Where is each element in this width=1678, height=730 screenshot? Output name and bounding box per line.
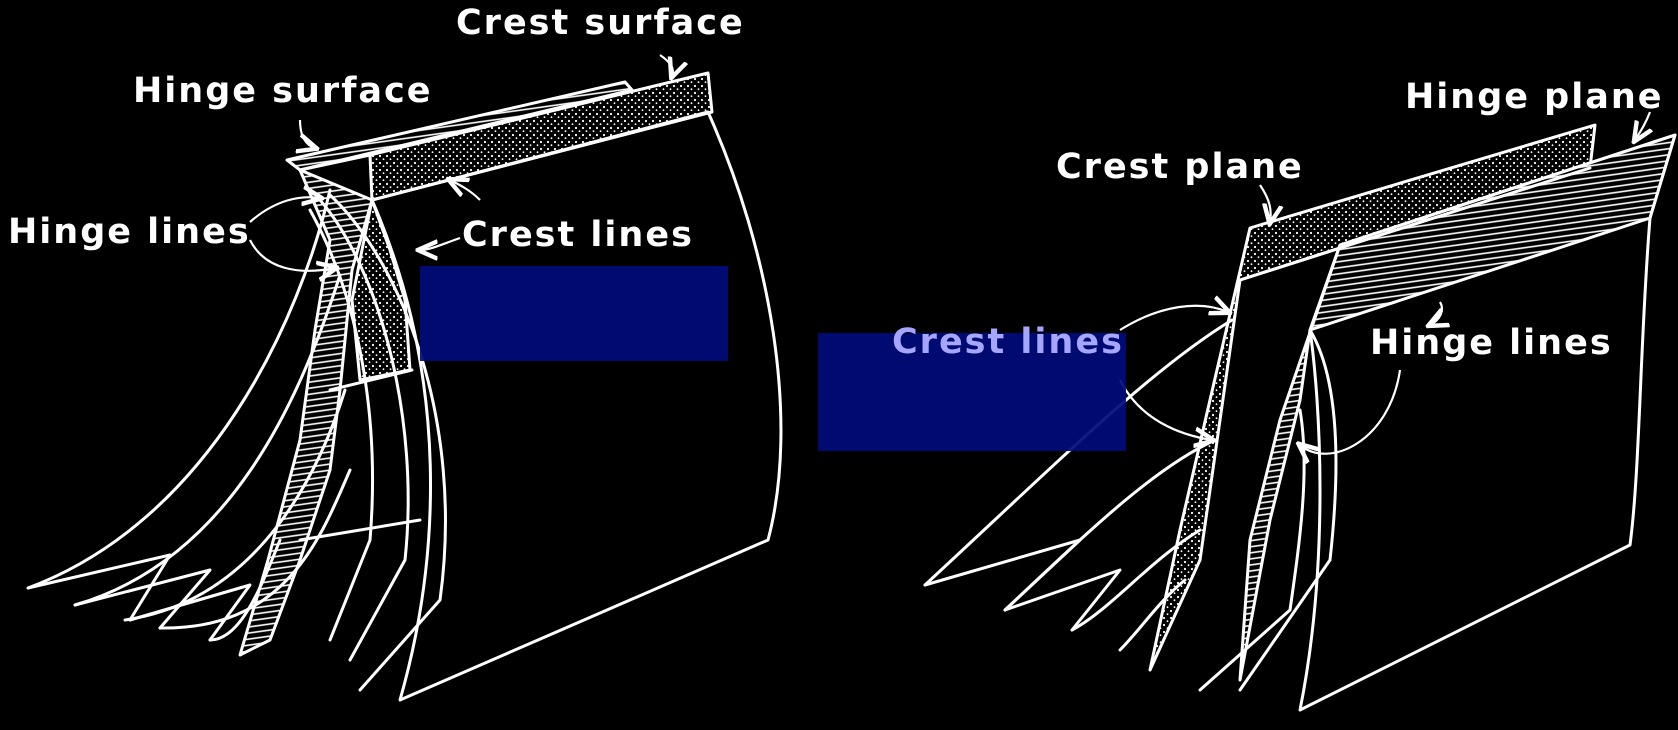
label-crest-lines-left: Crest lines [462, 215, 694, 255]
label-crest-lines-right: Crest lines [892, 322, 1124, 362]
hinge-surface-shape [285, 80, 634, 172]
right-leaders [1119, 111, 1650, 454]
right-fold-drawing [923, 123, 1677, 712]
label-hinge-lines-left: Hinge lines [8, 212, 251, 252]
left-leaders [249, 54, 673, 271]
label-crest-surface: Crest surface [456, 3, 745, 43]
left-fold-drawing [26, 71, 783, 702]
label-hinge-surface: Hinge surface [133, 71, 433, 111]
hinge-hatch-band [238, 168, 374, 657]
highlight-box-left [420, 266, 728, 361]
crest-plane-shape [1148, 123, 1597, 672]
label-hinge-plane: Hinge plane [1405, 77, 1664, 117]
label-crest-plane: Crest plane [1056, 147, 1304, 187]
highlight-box-right [818, 333, 1126, 451]
label-hinge-lines-right: Hinge lines [1370, 323, 1613, 363]
